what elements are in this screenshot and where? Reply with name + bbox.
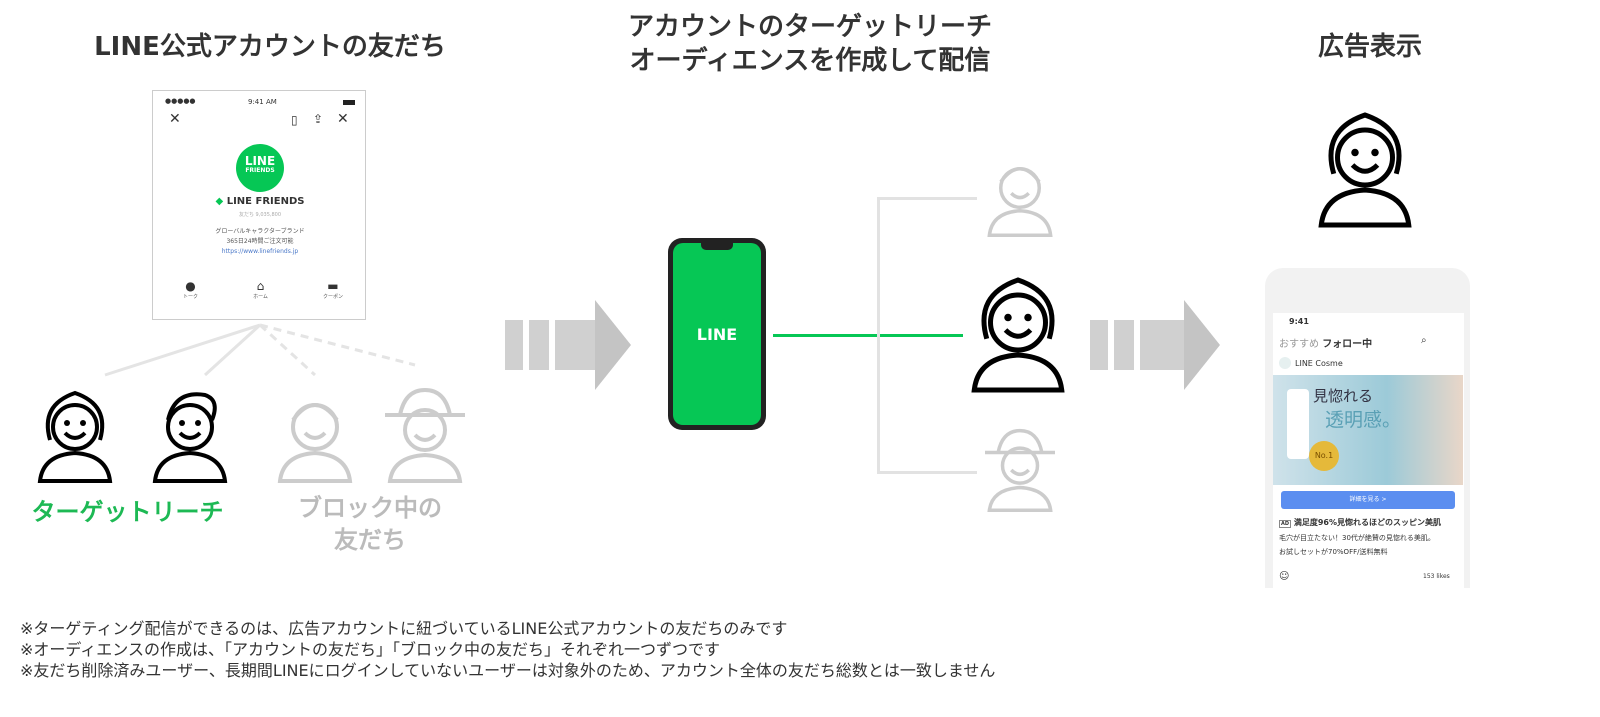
status-time: 9:41 AM <box>248 98 277 106</box>
coupon-icon: ▬ <box>327 279 339 293</box>
audience-title-1: アカウントのターゲットリーチ <box>627 12 992 42</box>
desc-2: 365日24時間ご注文可能 <box>226 238 294 245</box>
note-3: ※友だち削除済みユーザー、長期間LINEにログインしていないユーザーは対象外のた… <box>20 661 996 680</box>
flow-arrow-2 <box>1090 300 1220 390</box>
ad-body-1: 毛穴が目立たない！30代が絶賛の見惚れる美肌。 <box>1279 534 1435 542</box>
battery-icon <box>343 100 355 105</box>
close-icon[interactable]: ✕ <box>169 111 181 127</box>
url-link[interactable]: https://www.linefriends.jp <box>221 248 299 255</box>
excluded-man-icon <box>985 150 1055 240</box>
blocked-label-2: 友だち <box>334 526 406 554</box>
note-2: ※オーディエンスの作成は、「アカウントの友だち」「ブロック中の友だち」それぞれ一… <box>20 640 720 659</box>
close-icon-2[interactable]: ✕ <box>337 111 349 127</box>
line-phone: LINE <box>668 238 766 430</box>
flow-arrow-1 <box>505 300 631 390</box>
nav-talk[interactable]: ●トーク <box>183 279 198 300</box>
branch-bottom <box>877 471 977 474</box>
ad-text-1: 見惚れる <box>1313 387 1374 405</box>
profile-screen: ●●●●● 9:41 AM ✕ ▯ ⇪ ✕ LINE FRIENDS ◆ LIN… <box>152 90 366 320</box>
ad-display-title: 広告表示 <box>1317 32 1422 62</box>
ad-image[interactable]: 見惚れる 透明感。 No.1 <box>1273 375 1463 485</box>
connector-line <box>773 334 963 337</box>
ad-headline: 満足度96%見惚れるほどのスッピン美肌 <box>1293 518 1441 527</box>
feed-phone: 9:41 おすすめ フォロー中 ⌕ LINE Cosme 見惚れる 透明感。 N… <box>1265 268 1470 588</box>
line-friends-logo: LINE FRIENDS <box>236 144 284 192</box>
ad-tag: AD <box>1279 520 1292 528</box>
emoji-reaction-icon[interactable]: ☺ <box>1279 571 1290 582</box>
phone-notch <box>701 243 733 250</box>
branch-vertical <box>877 197 880 473</box>
note-1: ※ターゲティング配信ができるのは、広告アカウントに紐づいているLINE公式アカウ… <box>20 619 788 638</box>
likes-count: 153 likes <box>1423 573 1450 580</box>
nav-home[interactable]: ⌂ホーム <box>253 279 268 300</box>
nav-coupon[interactable]: ▬クーポン <box>323 279 343 300</box>
nav-talk-label: トーク <box>183 294 199 300</box>
feed-account[interactable]: LINE Cosme <box>1295 358 1343 368</box>
feed-time: 9:41 <box>1289 317 1309 326</box>
tab-following[interactable]: フォロー中 <box>1322 339 1373 350</box>
ad-text-2: 透明感。 <box>1325 409 1402 431</box>
reached-woman-icon <box>968 270 1068 395</box>
ad-body-2: お試しセットが70%OFF/送料無料 <box>1279 548 1388 556</box>
share-icon[interactable]: ⇪ <box>313 112 324 126</box>
account-avatar <box>1279 357 1291 369</box>
verified-shield-icon: ◆ <box>215 196 224 207</box>
nav-home-label: ホーム <box>253 294 268 300</box>
branch-lines <box>104 323 416 377</box>
viewer-woman-icon <box>1315 105 1415 230</box>
details-button[interactable]: 詳細を見る > <box>1281 491 1455 509</box>
blocked-hat-man-icon <box>385 385 465 485</box>
logo-text-1: LINE <box>244 154 276 168</box>
blocked-label-1: ブロック中の <box>298 494 442 522</box>
tab-recommended[interactable]: おすすめ <box>1279 339 1319 350</box>
phone-line-label: LINE <box>696 324 738 344</box>
nav-coupon-label: クーポン <box>322 294 343 300</box>
signal-icon: ●●●●● <box>165 97 196 105</box>
search-icon[interactable]: ⌕ <box>1421 335 1427 346</box>
friends-title: LINE公式アカウントの友だち <box>94 32 446 62</box>
blocked-man-icon <box>275 385 355 485</box>
target-man-icon <box>150 385 230 485</box>
account-name: LINE FRIENDS <box>226 196 305 207</box>
target-woman-icon <box>35 385 115 485</box>
serum-bottle <box>1287 389 1309 459</box>
home-icon: ⌂ <box>256 279 265 293</box>
logo-text-2: FRIENDS <box>245 167 275 174</box>
bookmark-icon[interactable]: ▯ <box>291 113 298 127</box>
excluded-hat-man-icon <box>985 425 1055 515</box>
audience-title-2: オーディエンスを作成して配信 <box>629 46 991 76</box>
branch-top <box>877 197 977 200</box>
target-reach-label: ターゲットリーチ <box>31 498 224 526</box>
friend-count: 友だち 9,035,800 <box>238 212 282 218</box>
chat-icon: ● <box>185 279 196 293</box>
no1-badge: No.1 <box>1309 441 1339 471</box>
desc-1: グローバルキャラクターブランド <box>215 228 305 235</box>
